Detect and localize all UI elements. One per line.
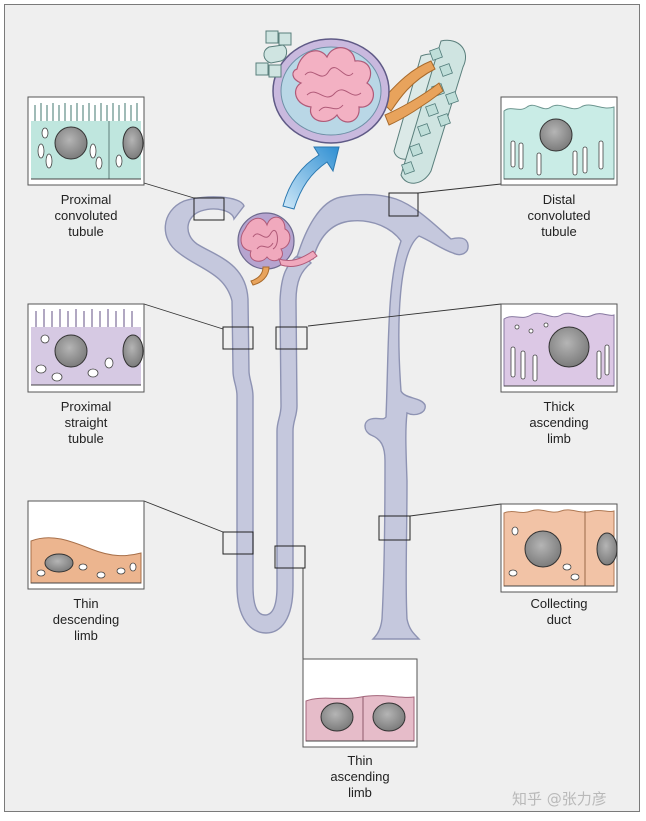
label-thin-descending-limb: Thin descending limb	[52, 596, 120, 643]
label-proximal-straight-tubule: Proximal straight tubule	[60, 399, 112, 446]
label-thin-ascending-limb: Thin ascending limb	[330, 753, 390, 800]
diagram-frame: Proximal convoluted tubule Proximal stra…	[4, 4, 640, 812]
label-proximal-convoluted-tubule: Proximal convoluted tubule	[54, 192, 118, 239]
small-glomerulus	[237, 212, 318, 286]
watermark: 知乎 @张力彦	[512, 790, 607, 808]
inset-distal-convoluted	[500, 96, 618, 186]
enlarged-glomerulus	[255, 30, 466, 184]
label-collecting-duct: Collecting duct	[530, 596, 588, 627]
inset-thick-ascending	[500, 303, 618, 393]
label-distal-convoluted-tubule: Distal convoluted tubule	[527, 192, 591, 239]
inset-proximal-straight	[27, 303, 145, 393]
enlarge-arrow-icon	[282, 146, 340, 210]
nephron-tubule	[164, 193, 469, 640]
marker-boxes	[193, 192, 419, 569]
inset-collecting-duct	[500, 503, 618, 593]
connector-lines	[143, 182, 502, 660]
label-thick-ascending-limb: Thick ascending limb	[529, 399, 589, 446]
inset-thin-ascending	[302, 658, 418, 748]
inset-proximal-convoluted	[27, 96, 145, 186]
inset-thin-descending	[27, 500, 145, 590]
